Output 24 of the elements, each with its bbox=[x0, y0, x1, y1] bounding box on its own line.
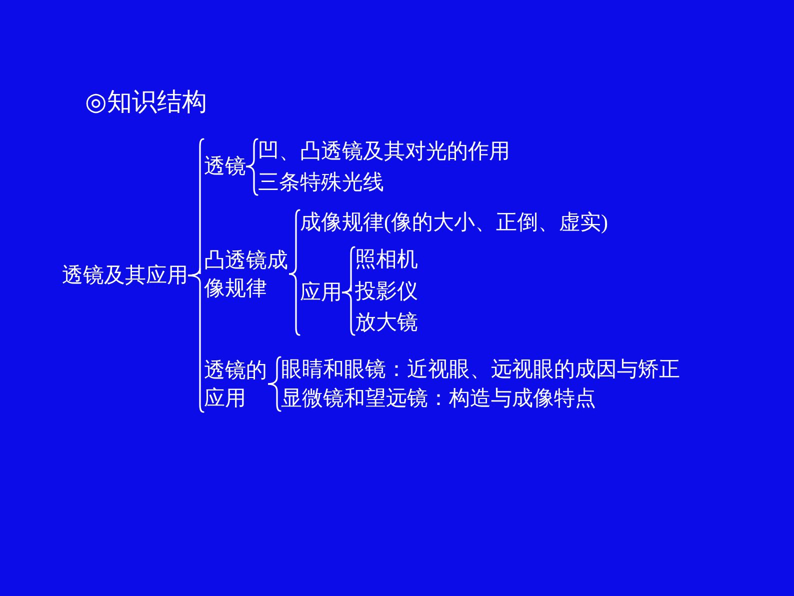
topic-text: 透镜的应用 bbox=[204, 356, 268, 412]
brace-connector bbox=[246, 138, 258, 168]
topic-text: 成像规律(像的大小、正倒、虚实) bbox=[300, 210, 608, 235]
brace-connector bbox=[268, 383, 282, 412]
brace-connector bbox=[246, 166, 258, 196]
topic-text: 眼睛和眼镜：近视眼、远视眼的成因与矫正 bbox=[281, 357, 680, 382]
topic-text: 凹、凸透镜及其对光的作用 bbox=[258, 139, 510, 164]
topic-text: 显微镜和望远镜：构造与成像特点 bbox=[281, 386, 596, 411]
topic-text: 透镜及其应用 bbox=[62, 263, 188, 288]
brace-connector bbox=[342, 284, 352, 294]
topic-text: 放大镜 bbox=[355, 310, 418, 335]
brace-connector bbox=[268, 356, 282, 385]
topic-text: 凸透镜成像规律 bbox=[204, 246, 289, 302]
brace-connector bbox=[188, 268, 201, 276]
topic-text: 三条特殊光线 bbox=[258, 170, 384, 195]
topic-text: 应用 bbox=[300, 280, 342, 305]
brace-connector bbox=[288, 209, 300, 275]
brace-connector bbox=[288, 273, 300, 336]
topic-text: 透镜 bbox=[204, 154, 246, 179]
brace-connector bbox=[342, 292, 356, 336]
brace-connector bbox=[188, 274, 204, 413]
topic-text: 照相机 bbox=[355, 247, 418, 272]
topic-text: 投影仪 bbox=[355, 279, 418, 304]
section-heading: ◎知识结构 bbox=[85, 88, 207, 118]
